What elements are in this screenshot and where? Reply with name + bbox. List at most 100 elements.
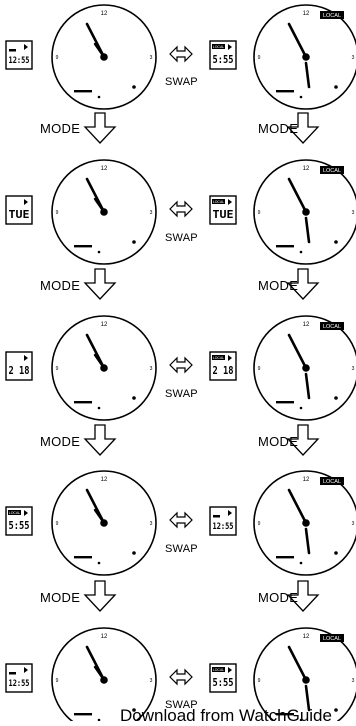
dial-dot bbox=[97, 250, 101, 254]
dial-dot bbox=[299, 561, 303, 565]
down-arrow-shape bbox=[286, 580, 320, 612]
dial-numeral-9: 9 bbox=[258, 366, 261, 372]
down-arrow-icon bbox=[83, 424, 117, 456]
dial-numeral-3: 3 bbox=[150, 678, 153, 684]
local-tag bbox=[320, 477, 344, 485]
down-arrow-shape bbox=[286, 112, 320, 144]
dial-numeral-3: 3 bbox=[150, 55, 153, 61]
hour-hand bbox=[287, 645, 308, 682]
dial-dot bbox=[334, 551, 338, 555]
display-digits: TUE bbox=[213, 208, 234, 221]
dial-dot bbox=[334, 708, 338, 712]
down-arrow-shape bbox=[286, 424, 320, 456]
display-digits: TUE bbox=[9, 208, 30, 221]
local-tag bbox=[212, 44, 225, 49]
dial-numeral-9: 9 bbox=[258, 521, 261, 527]
hand-pivot bbox=[100, 208, 108, 216]
hand-pivot bbox=[302, 519, 310, 527]
local-tag bbox=[212, 667, 225, 672]
dial-numeral-12: 12 bbox=[101, 166, 108, 172]
dial-dot bbox=[132, 85, 136, 89]
hour-hand bbox=[287, 488, 308, 525]
hand-pivot bbox=[302, 364, 310, 372]
mode-label: MODE bbox=[258, 434, 299, 449]
dial-numeral-3: 3 bbox=[352, 55, 355, 61]
flag-icon bbox=[24, 667, 28, 673]
local-tag-label: LOCAL bbox=[213, 45, 225, 49]
flag-icon bbox=[24, 199, 28, 205]
local-tag bbox=[320, 166, 344, 174]
down-arrow-icon bbox=[286, 424, 320, 456]
swap-arrow-shape bbox=[169, 45, 193, 63]
dial-dot bbox=[334, 396, 338, 400]
display-digits: 2 18 bbox=[213, 364, 234, 377]
dial-dot bbox=[97, 561, 101, 565]
display-digits: 12:55 bbox=[213, 522, 234, 532]
swap-arrow-shape bbox=[169, 356, 193, 374]
dial-numeral-12: 12 bbox=[303, 11, 310, 17]
dial-numeral-3: 3 bbox=[352, 521, 355, 527]
dial-numeral-12: 12 bbox=[101, 634, 108, 640]
hand-pivot bbox=[100, 676, 108, 684]
dial-scale-mark bbox=[74, 245, 92, 248]
local-tag bbox=[320, 634, 344, 642]
hand-pivot bbox=[100, 364, 108, 372]
dial-scale-mark bbox=[74, 556, 92, 559]
dial-numeral-9: 9 bbox=[258, 55, 261, 61]
dial-dot bbox=[334, 85, 338, 89]
swap-arrow-icon bbox=[169, 356, 193, 374]
dial-scale-mark bbox=[276, 90, 294, 93]
hand-pivot bbox=[302, 676, 310, 684]
local-tag bbox=[8, 510, 21, 515]
dial-numeral-3: 3 bbox=[150, 521, 153, 527]
display-frame bbox=[5, 663, 33, 693]
dial-dot bbox=[299, 95, 303, 99]
digital-display: LOCAL 5:55 bbox=[209, 663, 237, 693]
mode-label: MODE bbox=[40, 590, 81, 605]
local-tag-label: LOCAL bbox=[323, 168, 341, 174]
dial-scale-mark bbox=[74, 401, 92, 404]
display-frame bbox=[5, 195, 33, 225]
display-digits: 5:55 bbox=[9, 519, 30, 532]
hour-hand bbox=[287, 177, 308, 214]
flag-icon bbox=[24, 44, 28, 50]
dial-scale-mark bbox=[74, 90, 92, 93]
display-digits: 5:55 bbox=[213, 53, 234, 66]
dial-numeral-12: 12 bbox=[303, 634, 310, 640]
dial-numeral-12: 12 bbox=[303, 166, 310, 172]
swap-arrow-icon bbox=[169, 668, 193, 686]
dial-dot bbox=[299, 406, 303, 410]
pm-indicator bbox=[9, 49, 16, 52]
pm-indicator bbox=[9, 672, 16, 675]
swap-arrow-icon bbox=[169, 511, 193, 529]
dial-numeral-3: 3 bbox=[352, 210, 355, 216]
swap-arrow-shape bbox=[169, 511, 193, 529]
dial-numeral-9: 9 bbox=[56, 55, 59, 61]
display-frame bbox=[5, 40, 33, 70]
dial-numeral-3: 3 bbox=[150, 366, 153, 372]
dial-numeral-9: 9 bbox=[56, 678, 59, 684]
local-tag bbox=[212, 199, 225, 204]
dial-scale-mark bbox=[276, 713, 294, 716]
mode-label: MODE bbox=[40, 434, 81, 449]
mode-label: MODE bbox=[258, 278, 299, 293]
dial-dot bbox=[132, 708, 136, 712]
down-arrow-shape bbox=[83, 112, 117, 144]
down-arrow-shape bbox=[83, 580, 117, 612]
display-digits: 2 18 bbox=[9, 364, 30, 377]
display-digits: 5:55 bbox=[213, 676, 234, 689]
second-hand bbox=[304, 527, 311, 555]
dial-scale-mark bbox=[276, 556, 294, 559]
local-tag-label: LOCAL bbox=[213, 668, 225, 672]
down-arrow-shape bbox=[286, 268, 320, 300]
